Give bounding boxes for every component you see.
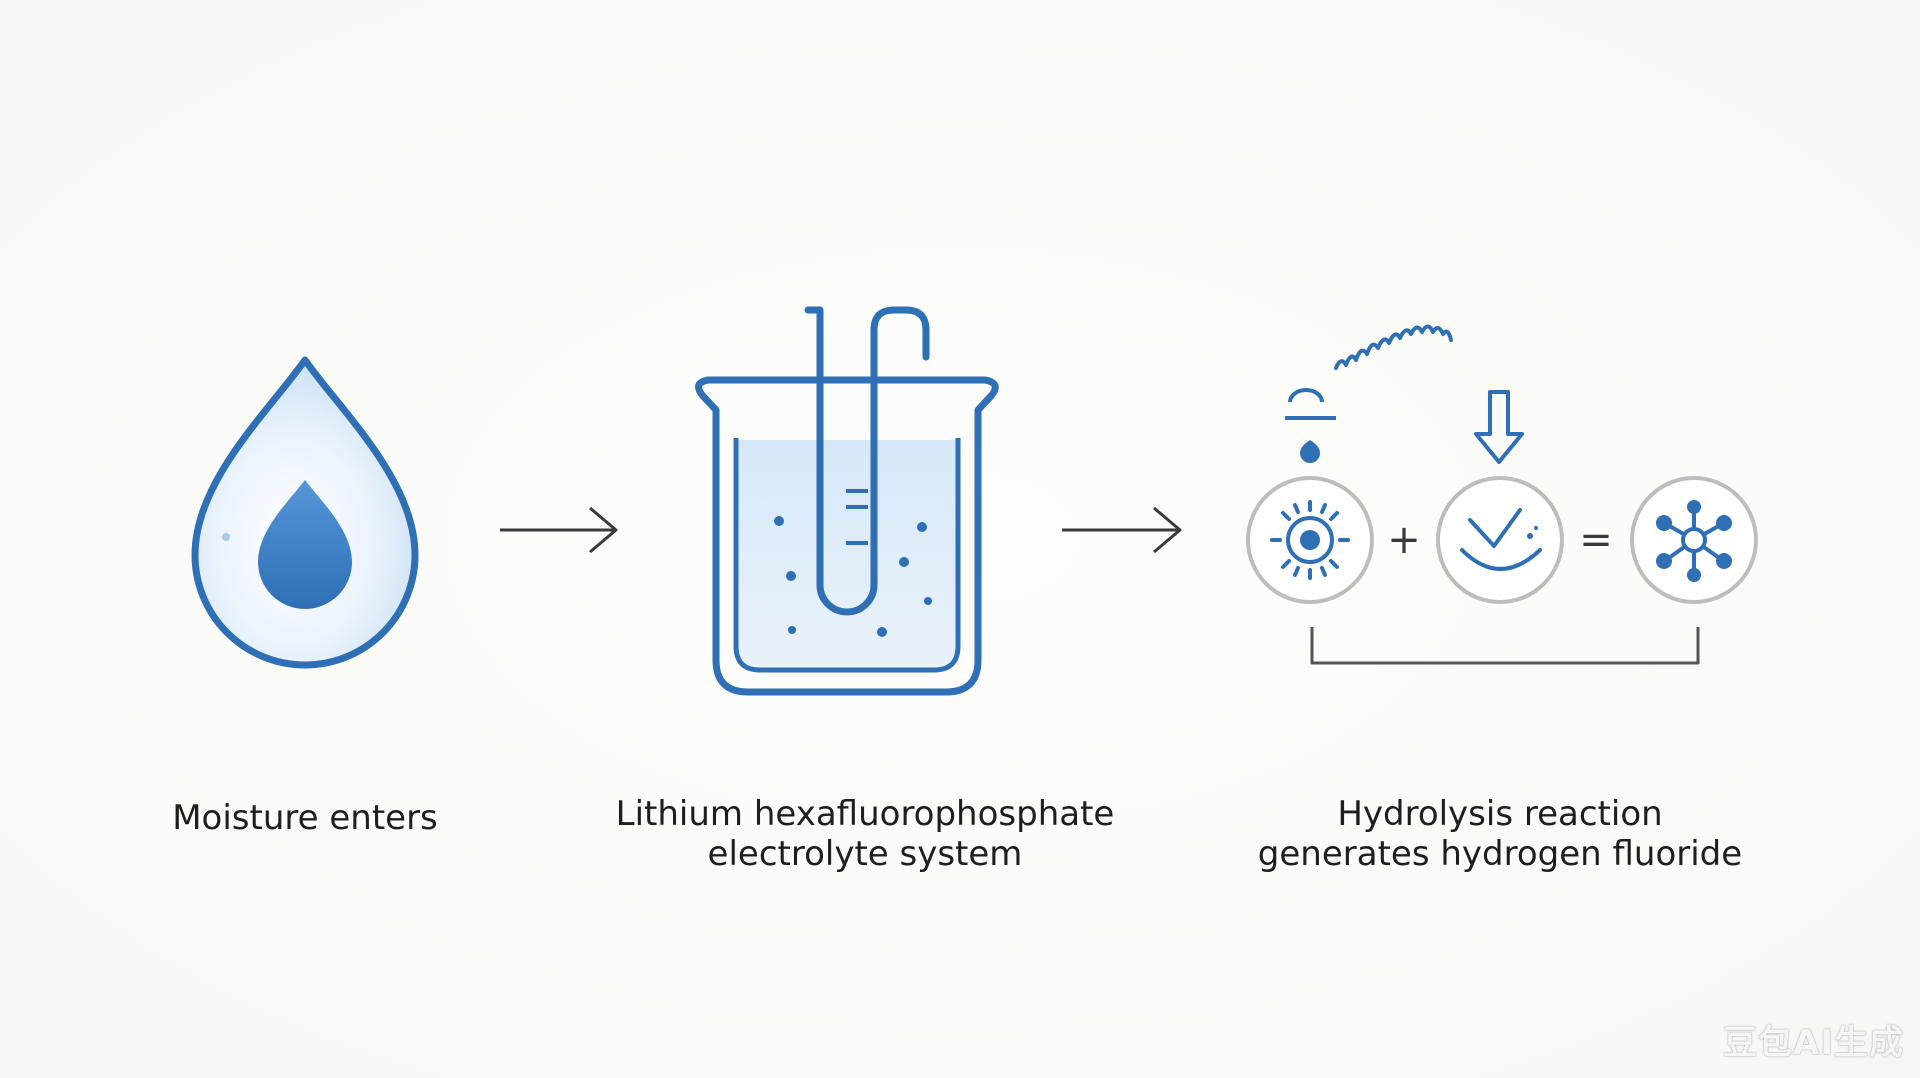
step-1-caption: Moisture enters bbox=[105, 798, 505, 838]
step-2-caption-line-1: Lithium hexafluorophosphate bbox=[615, 794, 1115, 834]
step-2-caption: Lithium hexafluorophosphate electrolyte … bbox=[565, 794, 1165, 874]
step-3-caption-line-1: Hydrolysis reaction bbox=[1337, 794, 1663, 834]
watermark: 豆包AI生成 bbox=[1723, 1023, 1904, 1063]
reaction-bracket bbox=[1310, 627, 1700, 665]
reactant-eye-icon bbox=[1246, 476, 1374, 604]
beaker-test-tube-icon bbox=[695, 306, 999, 696]
reactant-smile-icon bbox=[1436, 476, 1564, 604]
plus-sign: + bbox=[1387, 517, 1421, 563]
equals-sign: = bbox=[1579, 517, 1613, 563]
water-drop-icon bbox=[191, 356, 419, 669]
down-arrow-icon bbox=[1474, 390, 1524, 464]
energy-wave-icon bbox=[1334, 324, 1453, 370]
reaction-equation-icon: + = bbox=[1246, 324, 1758, 665]
step-2-caption-line-2: electrolyte system bbox=[707, 834, 1023, 874]
step-3-caption: Hydrolysis reaction generates hydrogen f… bbox=[1200, 794, 1800, 874]
step-3-caption-line-2: generates hydrogen fluoride bbox=[1257, 834, 1743, 874]
arrow-right-2 bbox=[1062, 506, 1182, 554]
molecule-product-icon bbox=[1630, 476, 1758, 604]
step-1-caption-line: Moisture enters bbox=[172, 798, 438, 838]
arrow-right-1 bbox=[500, 506, 618, 554]
